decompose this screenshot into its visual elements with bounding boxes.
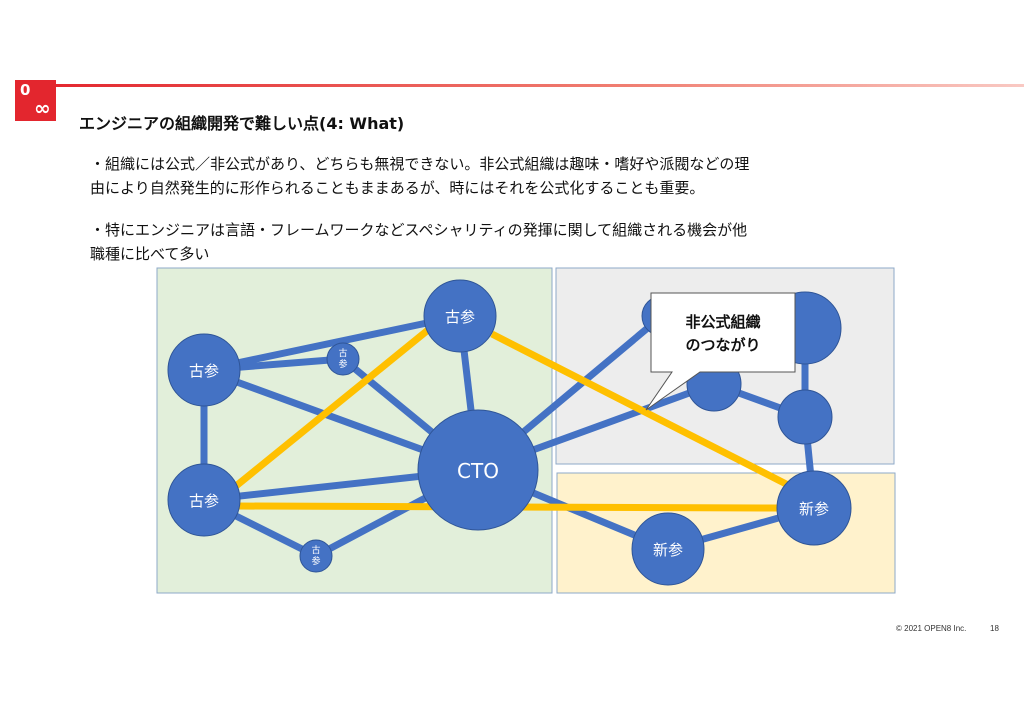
node-veteran-small-2 [299,539,333,573]
node-member-gray-4 [777,389,833,445]
node-newcomer-bottom [631,512,705,586]
slide-title: エンジニアの組織開発で難しい点(4: What) [79,114,405,133]
header-accent-bar [40,84,1024,87]
label-line: 参 [338,358,347,370]
paragraph-formal-informal: ・組織には公式／非公式があり、どちらも無視できない。非公式組織は趣味・嗜好や派閥… [90,152,920,200]
node-veteran-left [167,333,241,407]
label-line: 古 [338,347,347,359]
paragraph-line: 由により自然発生的に形作られることもままあるが、時にはそれを公式化することも重要… [90,179,705,197]
paragraph-line: ・組織には公式／非公式があり、どちらも無視できない。非公式組織は趣味・嗜好や派閥… [90,155,750,173]
node-newcomer-right [776,470,852,546]
callout-box [645,292,796,411]
node-veteran-top [423,279,497,353]
node-veteran-small-1 [326,342,360,376]
informal-edge [233,327,431,489]
node-label-cto: CTO [457,459,499,483]
label-line: 参 [311,555,320,567]
node-veteran-left-low [167,463,241,537]
label-line: 古 [311,544,320,556]
logo-infinity: ∞ [34,96,51,120]
paragraph-engineers: ・特にエンジニアは言語・フレームワークなどスペシャリティの発揮に関して組織される… [90,218,920,266]
node-label-newcomer-bottom: 新参 [653,541,683,559]
open8-logo: 0 ∞ [15,80,56,121]
node-label-veteran-small-1: 古参 [338,347,347,370]
node-cto [417,409,539,531]
node-label-veteran-left: 古参 [189,362,219,380]
callout-line-1: 非公式組織 [685,313,760,331]
informal-edge [490,330,792,490]
node-label-veteran-top: 古参 [445,308,475,326]
page-number: 18 [990,624,999,633]
node-label-veteran-small-2: 古参 [311,544,320,567]
logo-zero: 0 [20,81,31,99]
paragraph-line: ・特にエンジニアは言語・フレームワークなどスペシャリティの発揮に関して組織される… [90,221,748,239]
callout-line-2: のつながり [685,336,760,354]
copyright: © 2021 OPEN8 Inc. [896,624,967,633]
node-label-veteran-left-low: 古参 [189,492,219,510]
node-label-newcomer-right: 新参 [799,500,829,518]
edge [200,312,464,374]
paragraph-line: 職種に比べて多い [90,245,210,263]
